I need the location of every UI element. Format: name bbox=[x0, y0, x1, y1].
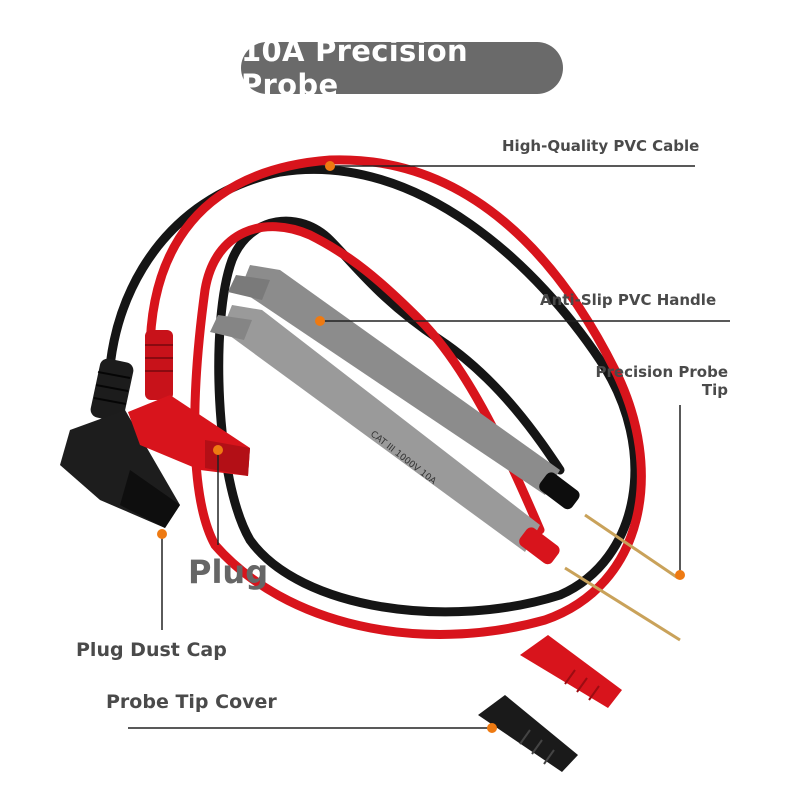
black-tip-cover bbox=[478, 695, 578, 772]
label-tip-cover: Probe Tip Cover bbox=[106, 691, 277, 713]
label-handle: Anti-Slip PVC Handle bbox=[540, 291, 717, 309]
label-cable: High-Quality PVC Cable bbox=[502, 137, 700, 155]
black-plug bbox=[60, 358, 180, 528]
label-plug: Plug bbox=[188, 553, 269, 591]
probe-handle-back bbox=[228, 265, 679, 580]
red-tip-cover bbox=[520, 635, 622, 708]
callout-lines bbox=[128, 165, 730, 729]
label-probe-tip-line2: Tip bbox=[701, 381, 728, 399]
label-probe-tip-line1: Precision Probe bbox=[595, 363, 728, 381]
page-title: 10A Precision Probe bbox=[241, 34, 563, 102]
callout-dots bbox=[157, 161, 685, 733]
black-cable bbox=[104, 164, 640, 617]
label-dust-cap: Plug Dust Cap bbox=[76, 639, 227, 661]
label-probe-tip: Precision Probe Tip bbox=[580, 363, 728, 399]
